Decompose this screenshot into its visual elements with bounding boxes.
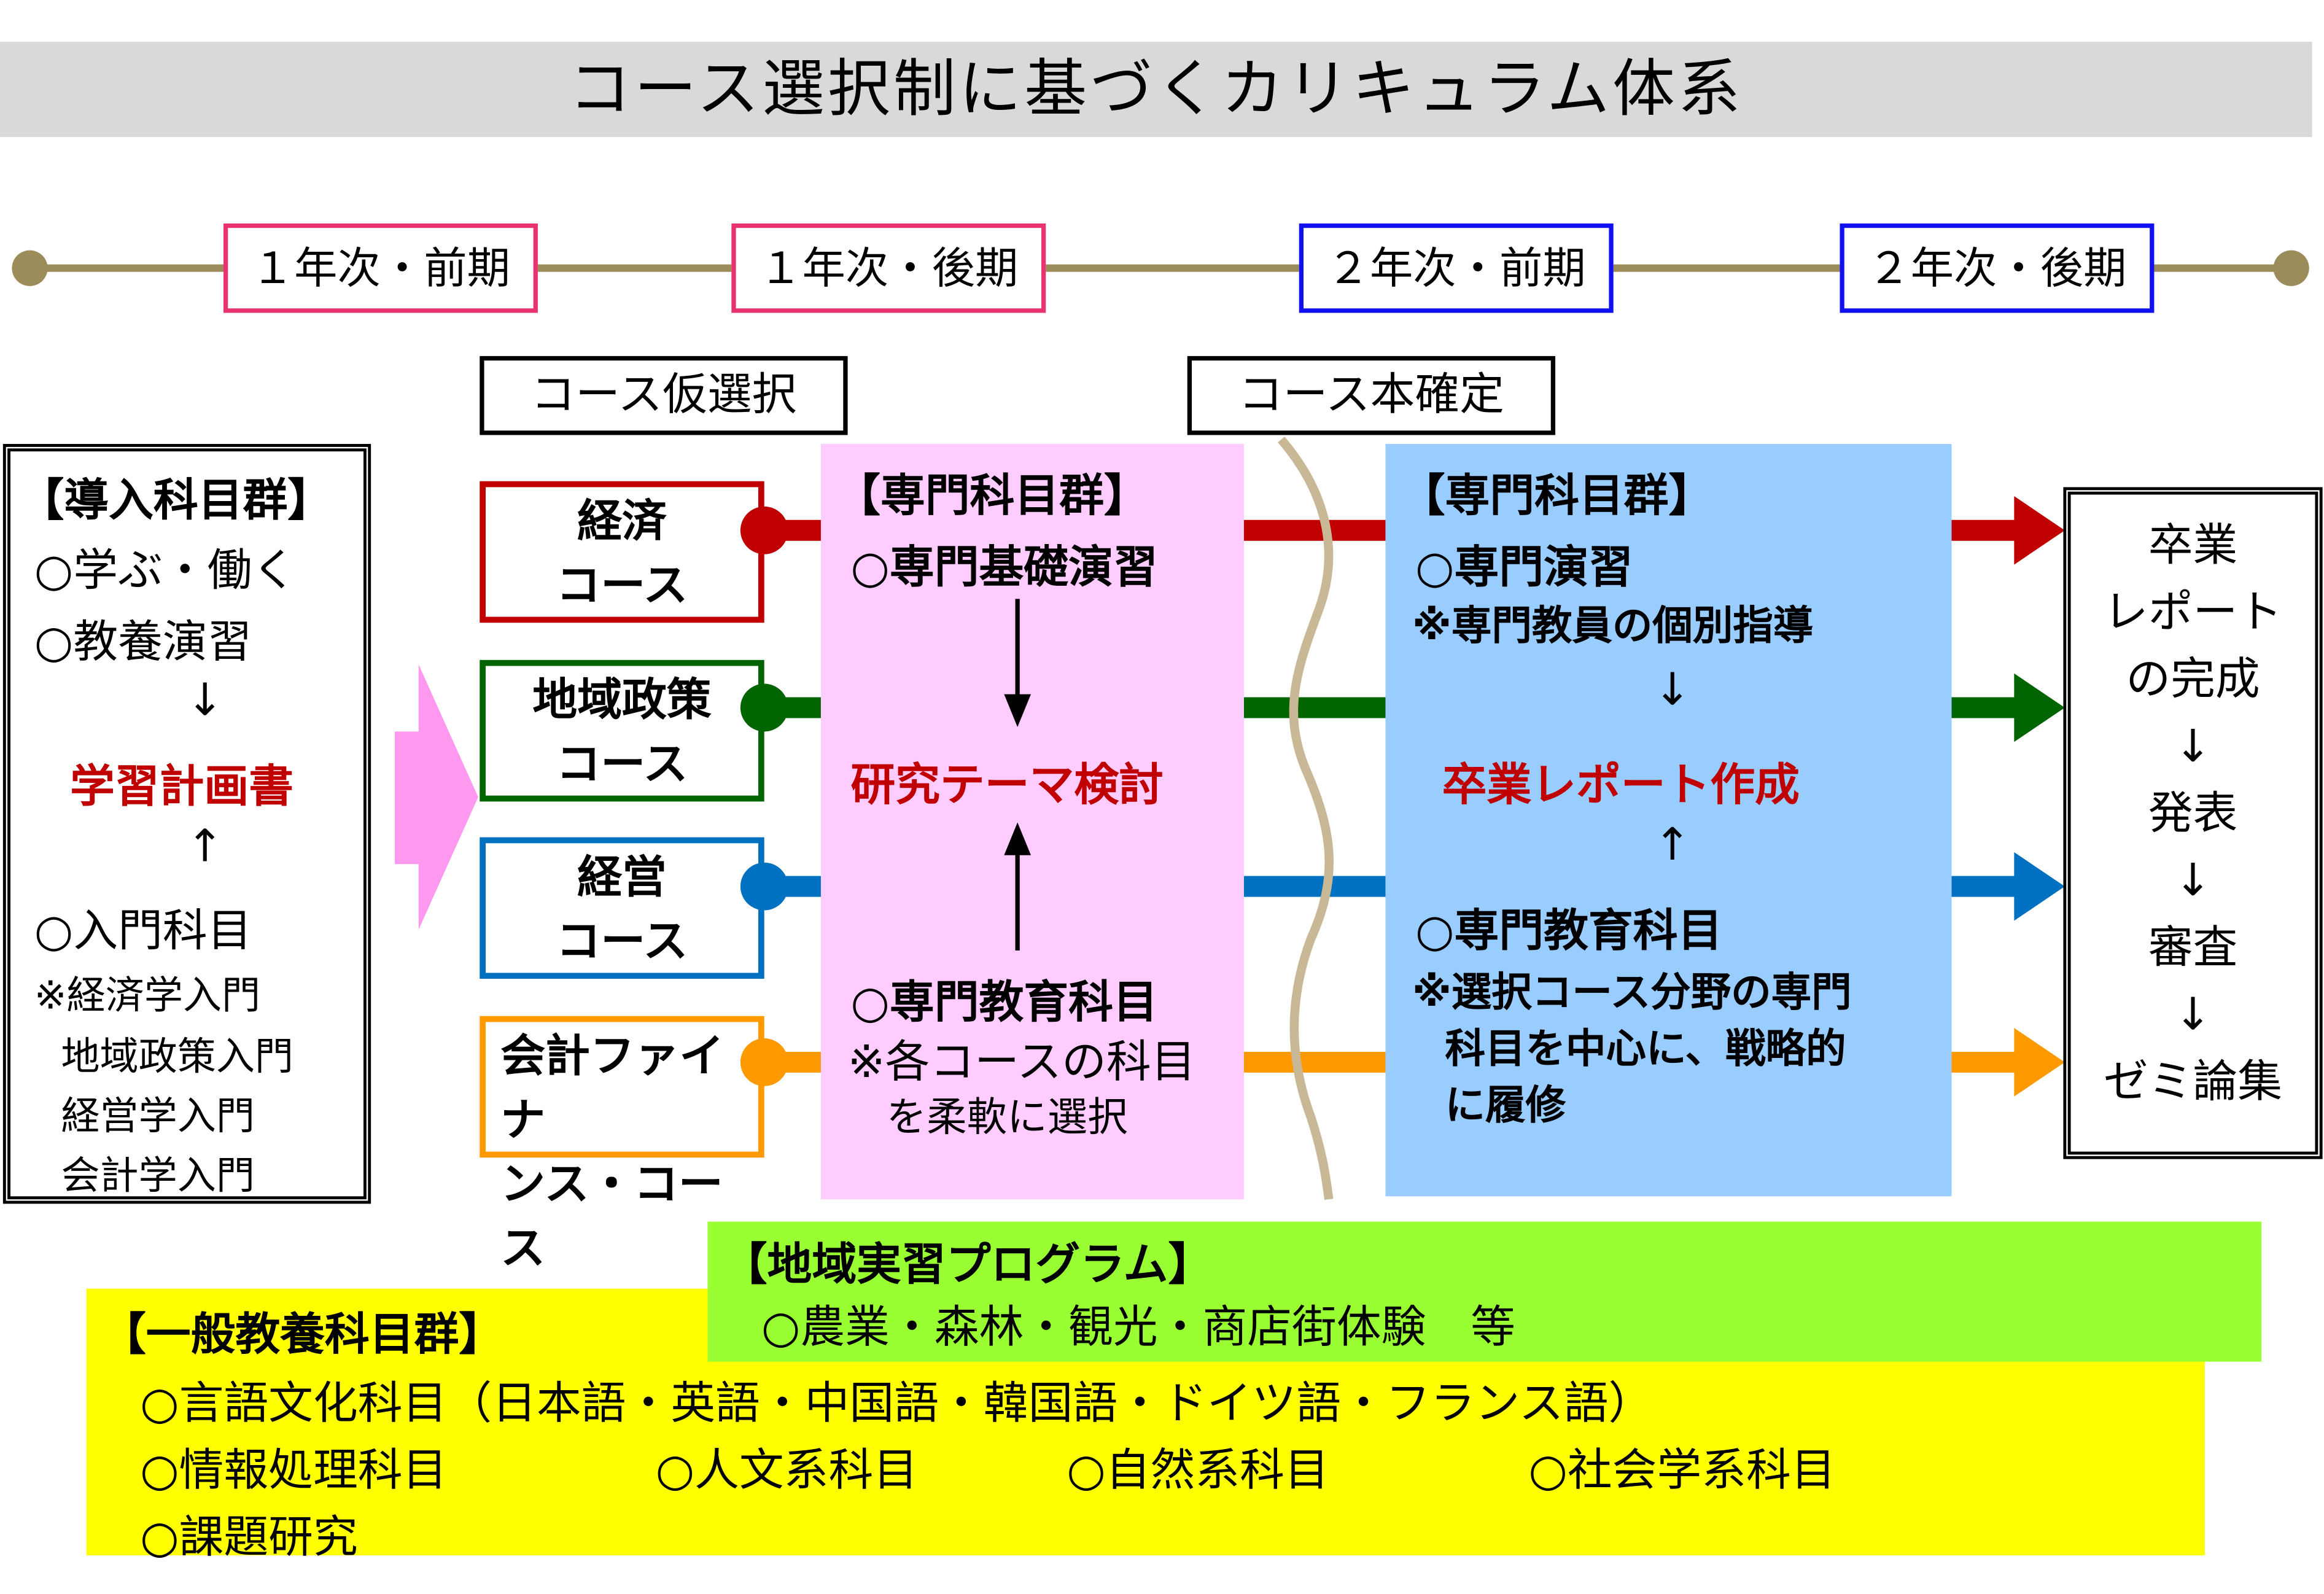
- course-accounting-finance: 会計ファイナ ンス・コース: [480, 1016, 764, 1275]
- intro-subjects-box: 【導入科目群】 ○学ぶ・働く ○教養演習 ↓ 学習計画書 ↑ ○入門科目 ※経済…: [2, 444, 371, 1204]
- general-heading: 【一般教養科目群】: [101, 1309, 504, 1362]
- course-regional-policy: 地域政策 コース: [480, 659, 764, 802]
- general-info: ○情報処理科目: [140, 1445, 448, 1498]
- down-arrow-icon: ↓: [186, 675, 224, 728]
- intro-basic-item: 地域政策入門: [61, 1035, 294, 1081]
- term-year2-first: ２年次・前期: [1299, 223, 1614, 313]
- outcome-line: の完成: [2126, 654, 2260, 707]
- outcome-line: 卒業: [2148, 519, 2238, 572]
- graduation-outcome-box: 卒業 レポート の完成 ↓ 発表 ↓ 審査 ↓ ゼミ論集: [2063, 487, 2323, 1159]
- course-name: 経済: [577, 496, 667, 548]
- course-suffix: コース: [556, 739, 688, 791]
- year2-specialized-box: 【専門科目群】 ○専門演習 ※専門教員の個別指導 ↓ 卒業レポート作成 ↑ ○専…: [1385, 444, 1952, 1197]
- general-natural: ○自然系科目: [1067, 1445, 1329, 1498]
- term-year1-second: １年次・後期: [731, 223, 1046, 313]
- final-selection-label: コース本確定: [1187, 356, 1556, 435]
- intro-item: ○教養演習: [34, 616, 252, 669]
- course-name: 経営: [577, 852, 667, 904]
- term-year1-first: １年次・前期: [223, 223, 538, 313]
- year1-seminar: ○専門基礎演習: [850, 542, 1158, 595]
- up-arrow-icon: ↑: [186, 820, 224, 873]
- course-suffix: コース: [556, 916, 688, 969]
- arrow-head-icon: [2014, 1028, 2065, 1097]
- course-dot: [740, 683, 788, 732]
- course-suffix: コース: [556, 560, 688, 613]
- regional-items: ○農業・森林・観光・商店街体験 等: [761, 1302, 1516, 1355]
- outcome-line: レポート: [2103, 586, 2283, 639]
- down-arrow-icon: ↓: [2174, 989, 2212, 1041]
- down-arrow-icon: ↓: [2174, 855, 2212, 908]
- course-economics: 経済 コース: [480, 481, 764, 623]
- course-name: 地域政策: [532, 675, 712, 728]
- general-project: ○課題研究: [140, 1512, 358, 1565]
- outcome-line: 発表: [2148, 788, 2238, 841]
- arrow-head-icon: [2014, 496, 2065, 565]
- provisional-selection-label: コース仮選択: [480, 356, 848, 435]
- down-arrow-icon: [1004, 694, 1031, 728]
- outcome-line: 審査: [2148, 922, 2238, 974]
- course-dot: [740, 506, 788, 554]
- general-social: ○社会学系科目: [1528, 1445, 1836, 1498]
- research-theme-label: 研究テーマ検討: [850, 760, 1164, 812]
- year1-note: ※各コースの科目: [847, 1036, 1196, 1089]
- year2-seminar: ○専門演習: [1415, 542, 1633, 595]
- graduation-report-label: 卒業レポート作成: [1442, 760, 1800, 812]
- year2-note: 科目を中心に、戦略的: [1445, 1026, 1846, 1073]
- course-name: 会計ファイナ: [500, 1030, 725, 1148]
- arrow-head-icon: [2014, 852, 2065, 921]
- course-dot: [740, 862, 788, 911]
- year1-arrows: [1004, 599, 1031, 951]
- timeline-start-dot: [12, 250, 48, 286]
- regional-program-box: 【地域実習プログラム】 ○農業・森林・観光・商店街体験 等: [707, 1221, 2262, 1362]
- intro-basic-item: 会計学入門: [61, 1154, 255, 1200]
- wavy-divider: [1278, 437, 1334, 1200]
- course-dot: [740, 1038, 788, 1086]
- year2-heading: 【専門科目群】: [1400, 470, 1714, 523]
- down-arrow-icon: ↓: [2174, 721, 2212, 774]
- year2-note: ※選択コース分野の専門: [1412, 970, 1852, 1016]
- intro-basic-item: 経営学入門: [61, 1095, 255, 1140]
- year1-heading: 【専門科目群】: [836, 470, 1149, 523]
- arrow-head-icon: [2014, 673, 2065, 742]
- year1-note: を柔軟に選択: [886, 1095, 1128, 1141]
- intro-item: ○学ぶ・働く: [34, 545, 297, 597]
- outcome-line: ゼミ論集: [2103, 1056, 2283, 1109]
- study-plan-label: 学習計画書: [70, 761, 293, 814]
- intro-basic-subjects: ○入門科目: [34, 906, 252, 958]
- up-arrow-icon: ↑: [1654, 819, 1692, 872]
- regional-heading: 【地域実習プログラム】: [722, 1239, 1213, 1292]
- pink-arrow-icon: [394, 664, 478, 930]
- down-arrow-icon: ↓: [1654, 664, 1692, 717]
- page-title: コース選択制に基づくカリキュラム体系: [0, 41, 2312, 138]
- year2-guidance: ※専門教員の個別指導: [1412, 603, 1814, 650]
- year2-subjects: ○専門教育科目: [1415, 906, 1723, 958]
- general-humanities: ○人文系科目: [655, 1445, 919, 1498]
- year1-specialized-box: 【専門科目群】 ○専門基礎演習 研究テーマ検討 ○専門教育科目 ※各コースの科目…: [820, 444, 1244, 1200]
- course-management: 経営 コース: [480, 837, 764, 979]
- up-arrow-icon: [1004, 822, 1031, 855]
- year2-note: に履修: [1445, 1083, 1566, 1130]
- intro-heading: 【導入科目群】: [19, 475, 333, 527]
- general-languages: ○言語文化科目（日本語・英語・中国語・韓国語・ドイツ語・フランス語）: [140, 1378, 1654, 1431]
- intro-basic-item: ※経済学入門: [34, 974, 261, 1019]
- course-suffix: ンス・コース: [500, 1159, 723, 1275]
- term-year2-second: ２年次・後期: [1840, 223, 2155, 313]
- timeline-end-dot: [2273, 250, 2309, 286]
- year1-subjects: ○専門教育科目: [850, 977, 1158, 1030]
